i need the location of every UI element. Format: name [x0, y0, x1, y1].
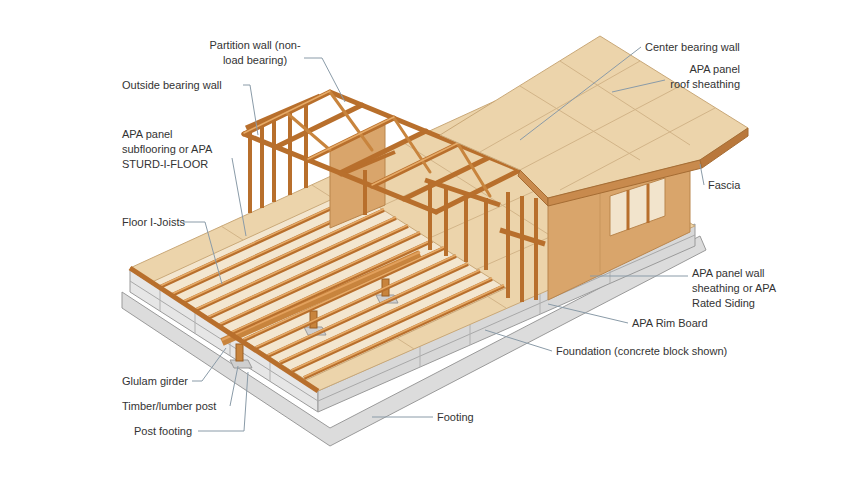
outside-bearing-wall [248, 128, 252, 213]
wall-sheathing [647, 184, 650, 223]
foundation-block-wall [540, 293, 541, 314]
callout-label: APA panel wall sheathing or APA Rated Si… [692, 266, 792, 311]
roof-trusses [244, 91, 458, 185]
wall-sheathing [600, 188, 601, 272]
foundation-block-wall [470, 324, 471, 345]
leader-line [192, 348, 226, 381]
outside-bearing-wall [260, 123, 264, 208]
roof-trusses [244, 134, 436, 212]
partition-wall [363, 170, 367, 215]
roof-sheathing [548, 160, 702, 206]
center-bearing-wall [506, 192, 510, 298]
leader-line [304, 58, 345, 102]
leader-line [183, 47, 704, 431]
roof-trusses [287, 113, 330, 150]
leader-line [232, 158, 246, 236]
roof-trusses [330, 92, 372, 150]
center-bearing-wall [534, 198, 538, 300]
foundation-block-wall [160, 290, 161, 311]
roof-sheathing [480, 61, 640, 152]
floor-i-joists [196, 217, 396, 309]
leader-line [520, 47, 641, 140]
leader-line [243, 85, 258, 135]
floor-i-joists [292, 279, 492, 371]
outside-bearing-wall [272, 117, 276, 202]
leader-line [372, 417, 433, 418]
callout-label: Floor I-Joists [122, 215, 185, 230]
roof-sheathing [518, 170, 548, 206]
callout-label: Fascia [708, 178, 740, 193]
center-bearing-wall [520, 196, 524, 302]
center-bearing-wall [428, 180, 432, 250]
joist-bay [152, 190, 506, 380]
center-bearing-wall [425, 180, 545, 302]
floor-i-joists [268, 263, 468, 355]
center-bearing-wall [464, 192, 468, 262]
roof-sheathing [520, 86, 640, 160]
floor-i-joists [256, 255, 456, 347]
callout-label: Center bearing wall [645, 40, 740, 55]
leader-line [230, 366, 238, 406]
callout-label: APA panel roof sheathing [668, 62, 740, 92]
callout-label: Glulam girder [122, 374, 188, 389]
foundation-block-wall [270, 360, 271, 381]
floor-i-joists [244, 247, 444, 339]
leader-line [548, 304, 628, 323]
callout-label: APA Rim Board [632, 316, 708, 331]
wall-sheathing [627, 190, 630, 230]
center-bearing-wall [444, 186, 448, 256]
callout-label: Footing [437, 410, 474, 425]
center-bearing-wall [484, 198, 488, 270]
floor-i-joists [220, 232, 420, 324]
callout-label: Post footing [134, 424, 192, 439]
roof-trusses [372, 143, 458, 185]
partition-wall [330, 125, 395, 228]
floor-i-joists [304, 285, 504, 377]
partition-wall [330, 125, 385, 228]
callout-label: Foundation (concrete block shown) [556, 344, 727, 359]
callout-label: Partition wall (non-load bearing) [205, 38, 305, 68]
floor-i-joists [256, 256, 456, 348]
floor-i-joists [208, 225, 408, 317]
glulam-girder-and-posts [236, 344, 243, 361]
floor-i-joists [268, 264, 468, 356]
floor-i-joists [304, 286, 504, 378]
callout-label: Outside bearing wall [122, 78, 222, 93]
floor-i-joists [130, 268, 318, 391]
floor-i-joists [232, 240, 432, 332]
foundation-block-wall [420, 346, 421, 367]
leader-line [700, 164, 704, 185]
outside-bearing-wall [304, 103, 308, 188]
foundation-block-wall [195, 312, 196, 334]
floor-i-joists [280, 270, 480, 362]
callout-label: APA panel subflooring or APA STURD-I-FLO… [122, 127, 228, 172]
center-bearing-wall [500, 230, 545, 244]
floor-i-joists [184, 209, 384, 301]
roof-sheathing [520, 86, 680, 170]
roof-trusses [394, 118, 430, 172]
leader-line [612, 80, 665, 92]
leader-line [485, 330, 552, 351]
roof-sheathing [440, 36, 748, 206]
leader-line [183, 222, 222, 284]
joist-bay [152, 190, 506, 380]
roof-sheathing [560, 61, 690, 145]
leader-line [590, 276, 688, 277]
roof-sheathing [440, 36, 748, 198]
callout-label: Timber/lumber post [122, 399, 216, 414]
floor-i-joists [280, 271, 480, 363]
roof-trusses [308, 117, 394, 159]
roof-sheathing [700, 128, 748, 168]
floor-i-joists [292, 278, 492, 370]
